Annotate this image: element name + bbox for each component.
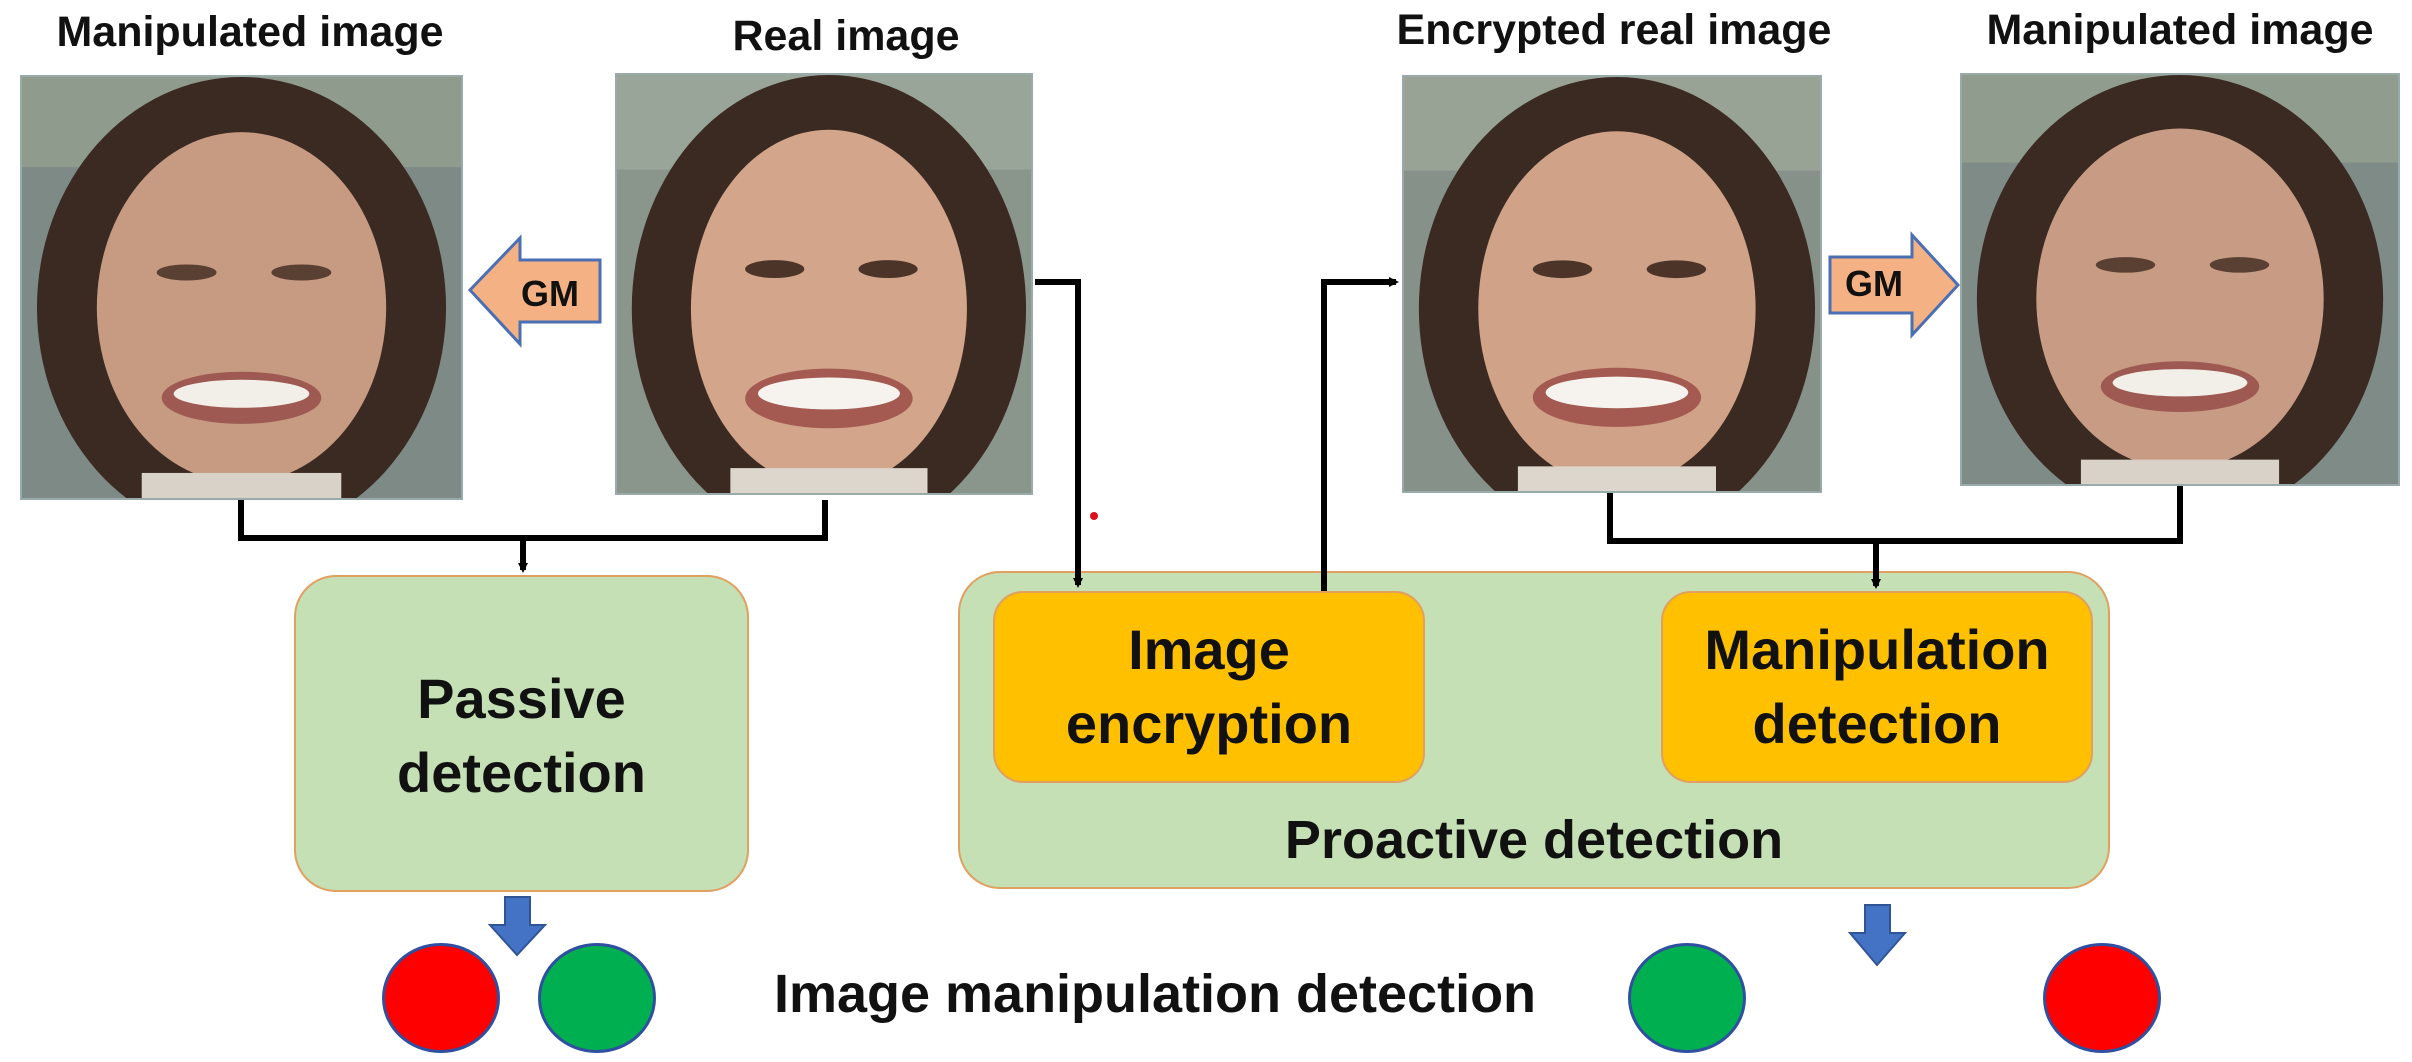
real-face-photo <box>615 73 1033 495</box>
real-to-encryption-arrow <box>1035 279 1083 588</box>
fake-result-dot-left <box>382 943 500 1053</box>
passive-merge-line <box>238 500 828 541</box>
gm-right-label: GM <box>1845 263 1903 304</box>
passive-detection-box: Passive detection <box>294 575 749 892</box>
label-real-image: Real image <box>732 12 960 60</box>
proactive-down-arrow <box>1847 904 1908 967</box>
image-encryption-box: Image encryption <box>993 591 1425 783</box>
gm-right-arrow-shape <box>1828 231 1961 339</box>
manipulation-detection-line2: detection <box>1752 692 2002 755</box>
real-result-dot-left <box>538 943 656 1053</box>
label-manipulated-right: Manipulated image <box>1986 6 2374 54</box>
label-manipulated-left: Manipulated image <box>56 8 444 56</box>
manipulated-face-photo-left <box>20 75 463 500</box>
encrypted-face-photo <box>1402 75 1822 493</box>
image-encryption-line2: encryption <box>1065 692 1353 755</box>
red-dot-mark <box>1090 512 1098 520</box>
manipulated-face-photo-right <box>1960 73 2400 486</box>
proactive-merge-line <box>1607 486 2183 544</box>
encryption-to-encrypted-arrow <box>1321 277 1399 591</box>
passive-detection-line1: Passive <box>417 667 626 730</box>
proactive-detection-label: Proactive detection <box>1284 810 1784 870</box>
gm-left-label: GM <box>521 273 579 314</box>
passive-down-arrow <box>487 896 548 957</box>
manipulation-detection-line1: Manipulation <box>1704 618 2050 681</box>
fake-result-dot-right <box>2043 943 2161 1053</box>
image-manipulation-detection-label: Image manipulation detection <box>773 964 1537 1024</box>
gm-left-arrow-shape <box>467 234 602 348</box>
passive-detection-line2: detection <box>397 741 646 804</box>
real-result-dot-right <box>1628 943 1746 1053</box>
manipulation-detection-box: Manipulation detection <box>1661 591 2093 783</box>
label-encrypted-real-image: Encrypted real image <box>1396 6 1832 54</box>
image-encryption-line1: Image <box>1128 618 1290 681</box>
